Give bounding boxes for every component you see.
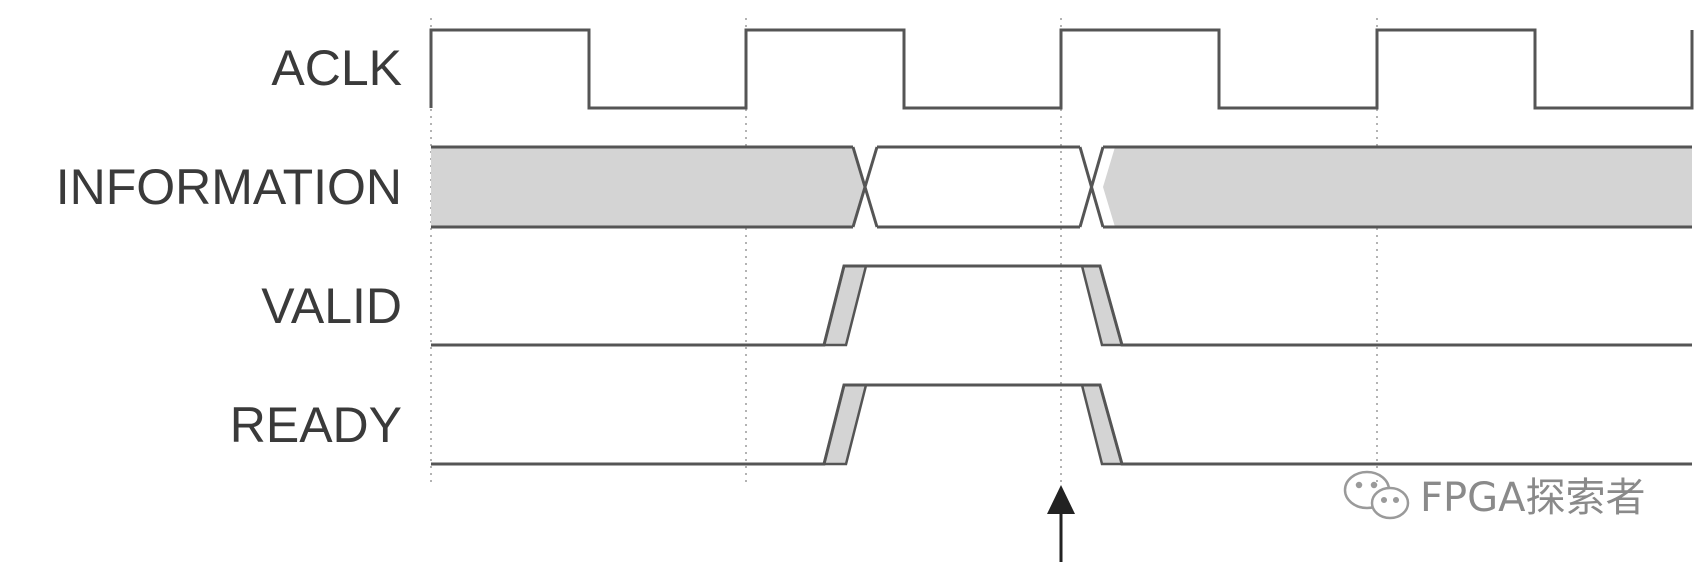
valid-trace [431, 264, 1692, 347]
signal-label-valid: VALID [261, 278, 402, 334]
information-transition-a2 [851, 146, 879, 228]
ready-trace [431, 383, 1692, 466]
ready-rise-uncertainty [822, 383, 868, 466]
information-transition-b2 [1078, 146, 1105, 228]
ready-waveform [431, 383, 1692, 466]
valid-rise-uncertainty [822, 264, 868, 347]
signal-label-ready: READY [230, 397, 402, 453]
valid-waveform [431, 264, 1692, 347]
signal-label-aclk: ACLK [271, 40, 402, 96]
aclk-waveform [429, 28, 1694, 110]
watermark-text: FPGA探索者 [1420, 475, 1646, 521]
information-invalid-region-left [431, 147, 865, 227]
signal-label-information: INFORMATION [56, 159, 402, 215]
information-waveform [431, 145, 1692, 229]
wechat-icon [1343, 470, 1410, 520]
handshake-arrow-icon [1047, 485, 1075, 562]
information-invalid-region-right [1103, 147, 1692, 227]
watermark: FPGA探索者 [1343, 470, 1646, 521]
